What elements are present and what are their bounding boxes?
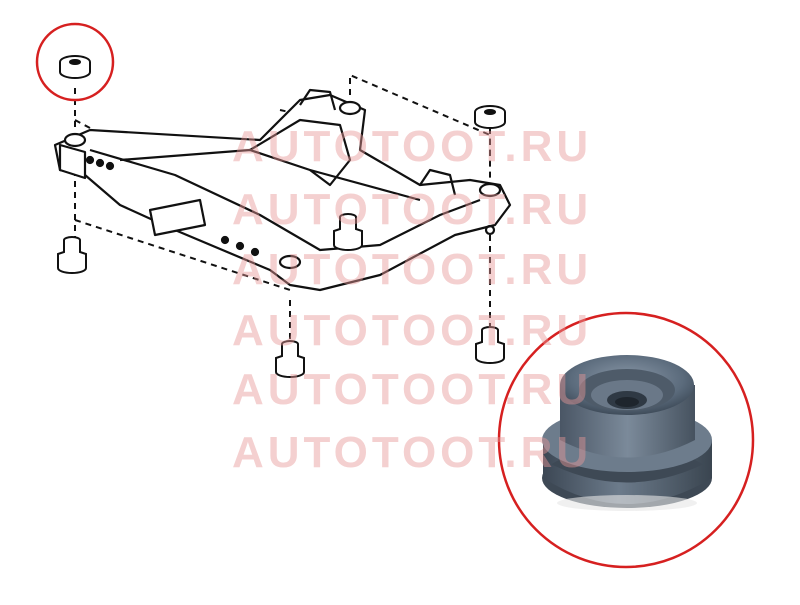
subframe-bracket [299, 88, 337, 111]
mount-hole [338, 100, 362, 116]
mount-hole [478, 182, 502, 198]
highlight-circle-large [497, 311, 755, 569]
upper-bushing [59, 55, 91, 79]
upper-bushings [59, 55, 506, 129]
mount-hole [63, 132, 87, 148]
lower-bushing [475, 326, 505, 364]
subframe [53, 88, 512, 292]
mount-hole [278, 254, 302, 270]
subframe-bracket [419, 168, 457, 196]
upper-bushing [474, 105, 506, 129]
subframe-plate [148, 198, 207, 237]
lower-bushing [57, 236, 87, 274]
lower-bushings [57, 213, 505, 378]
highlight-circle-small [35, 22, 115, 102]
subframe-outline [53, 93, 512, 292]
guide-line [74, 219, 291, 291]
subframe-cross-member [119, 148, 421, 202]
lower-bushing [333, 213, 363, 251]
subframe-inner-rail [89, 148, 481, 252]
lower-bushing [275, 340, 305, 378]
subframe-rear-mount [249, 118, 352, 187]
bushing-photo [542, 355, 712, 511]
subframe-front-end [58, 143, 87, 180]
